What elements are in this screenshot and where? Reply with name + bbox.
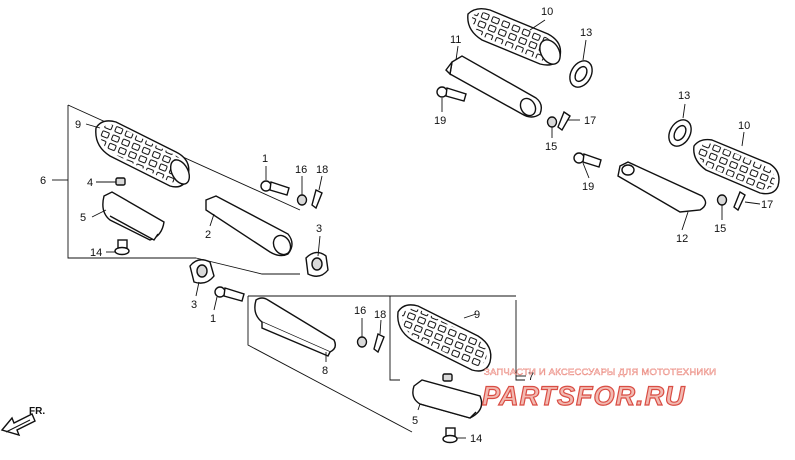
washer-16-lower [356, 336, 368, 348]
callout-r-17: 17 [761, 199, 773, 211]
callout-l-14: 14 [90, 247, 102, 259]
watermark-tagline: ЗАПЧАСТИ И АКСЕССУАРЫ ДЛЯ МОТОТЕХНИКИ [484, 367, 716, 378]
cotter-pin-17-upper [557, 110, 571, 132]
rear-footpeg-rubber-upper [467, 7, 562, 66]
spring-4-left [115, 177, 126, 186]
damper-3-left [189, 259, 215, 284]
footpeg-holder-5-left [102, 191, 165, 241]
callout-b-9: 9 [474, 309, 480, 321]
rear-footpeg-bar-upper [445, 55, 543, 118]
callout-l-5: 5 [80, 212, 86, 224]
callout-tr-11: 11 [450, 34, 461, 46]
callout-m-2: 2 [205, 229, 211, 241]
callout-b-14: 14 [470, 433, 482, 445]
callout-b-16: 16 [354, 305, 366, 317]
washer-15-lower [716, 194, 728, 206]
callout-r-19: 19 [582, 181, 594, 193]
footpeg-bar-8 [254, 297, 337, 357]
callout-b-5: 5 [412, 415, 418, 427]
bolt-14-right [442, 427, 458, 444]
callout-m-16: 16 [295, 164, 307, 176]
partsfor-watermark: ЗАПЧАСТИ И АКСЕССУАРЫ ДЛЯ МОТОТЕХНИКИ PA… [481, 367, 716, 412]
footpeg-bar-2 [205, 195, 293, 257]
front-direction-label: FR. [29, 406, 45, 417]
assembly-7-bracket [247, 295, 525, 433]
callout-b-7: 7 [528, 371, 534, 383]
washer-15-upper [546, 116, 558, 128]
rear-footpeg-washer-lower [668, 119, 692, 147]
rear-footpeg-washer-upper [569, 60, 593, 88]
callout-m-3: 3 [316, 223, 322, 235]
callout-tr-10: 10 [541, 6, 553, 18]
callout-r-15: 15 [714, 223, 726, 235]
assembly-6-bracket-lower [195, 257, 300, 275]
watermark-logo: PARTSFOR.RU [482, 381, 686, 411]
spring-4-right [442, 373, 453, 382]
front-footpeg-rubber-right [397, 304, 492, 372]
pivot-pin-1-lower [214, 286, 245, 302]
callout-r-12: 12 [676, 233, 688, 245]
cotter-pin-17-lower [733, 190, 746, 212]
callout-l-4: 4 [87, 177, 93, 189]
cotter-pin-18-lower [373, 332, 385, 354]
callout-m-1: 1 [262, 153, 268, 165]
damper-3-right [305, 251, 329, 277]
leader-lines [52, 19, 761, 439]
callout-tr-19: 19 [434, 115, 446, 127]
pivot-pin-1-upper [260, 180, 290, 196]
pivot-pin-upper [436, 86, 467, 102]
callout-b-1: 1 [210, 313, 216, 325]
front-direction-indicator: FR. [0, 406, 45, 437]
callout-b-18: 18 [374, 309, 386, 321]
callout-b-8: 8 [322, 365, 328, 377]
callout-tr-17: 17 [584, 115, 596, 127]
callout-r-13: 13 [678, 90, 690, 102]
callout-m-18: 18 [316, 164, 328, 176]
pivot-pin-lower [573, 152, 602, 168]
front-footpeg-rubber-left [95, 120, 191, 188]
callout-r-10: 10 [738, 120, 750, 132]
rear-footpeg-rubber-lower [693, 138, 780, 195]
callout-numbers: 10 13 11 19 15 17 13 10 19 17 15 12 9 6 … [40, 6, 773, 445]
callout-l-9: 9 [75, 119, 81, 131]
bolt-14-left [114, 239, 130, 256]
callout-b-3: 3 [191, 299, 197, 311]
cotter-pin-18-upper [311, 188, 323, 210]
callout-tr-13: 13 [580, 27, 592, 39]
rear-footpeg-bar-lower [617, 161, 707, 213]
footpeg-holder-5-right [412, 379, 483, 419]
callout-l-6: 6 [40, 175, 46, 187]
callout-tr-15: 15 [545, 141, 557, 153]
washer-16-upper [296, 194, 308, 206]
